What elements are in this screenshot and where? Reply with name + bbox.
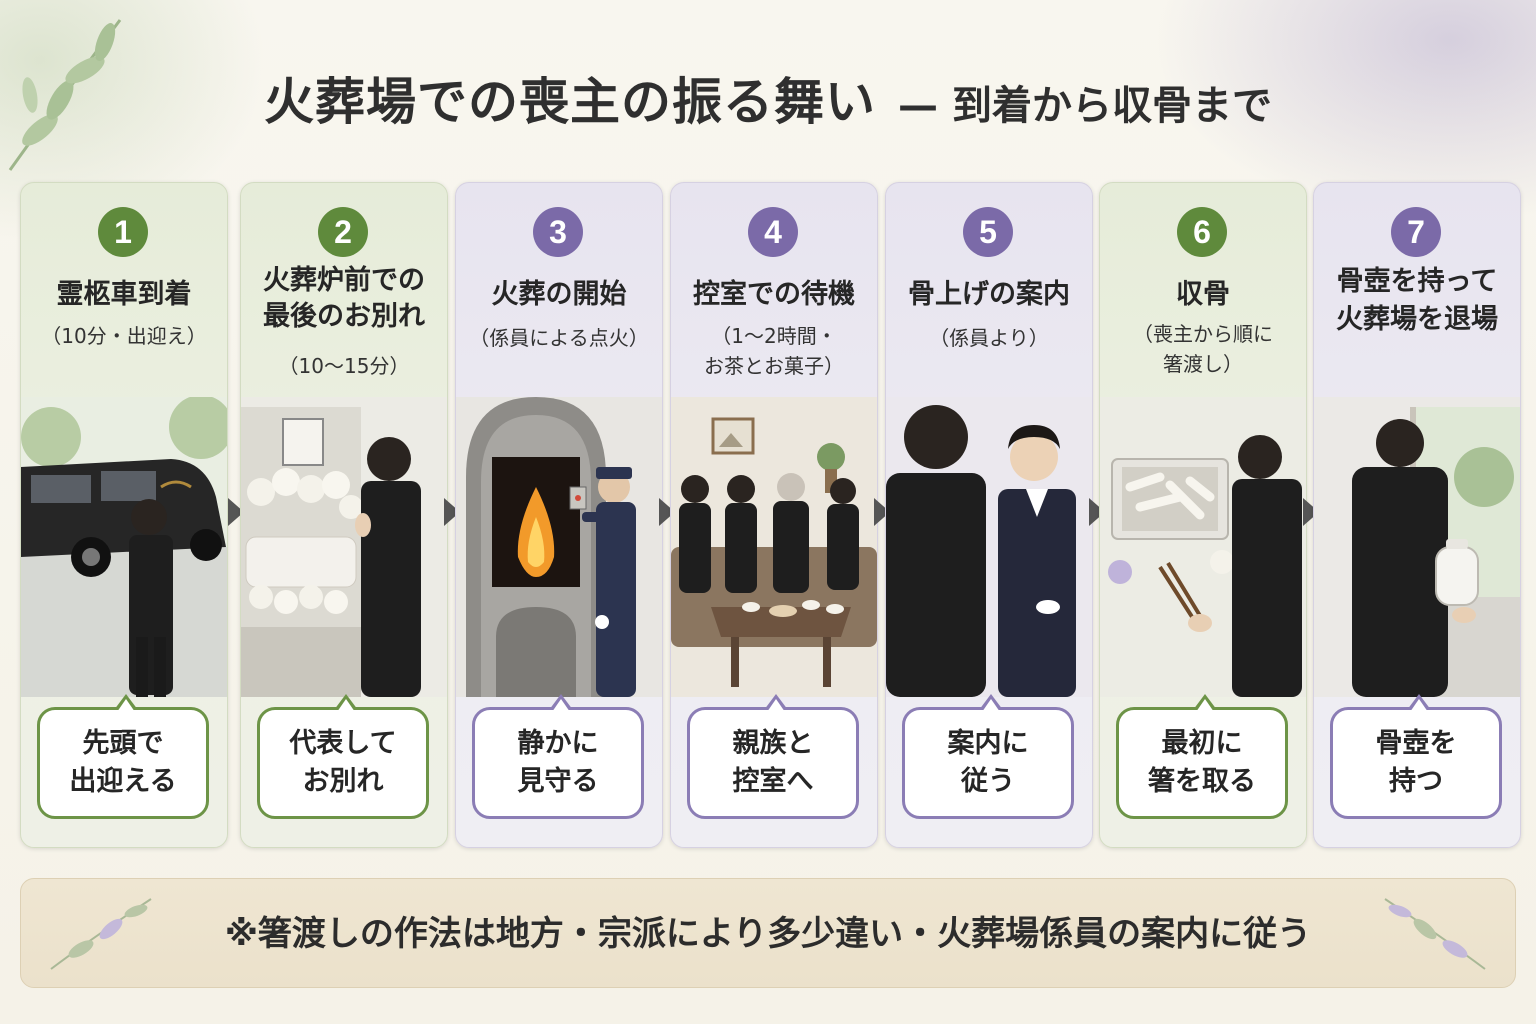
bubble-line: 出迎える [69,766,177,797]
urn-exit-illustration-icon [1314,397,1520,697]
title-dash: — [898,83,938,129]
step-subtitle-line: （10〜15分） [278,354,410,378]
step-panel-7: 7 骨壺を持って 火葬場を退場 骨壺を 持つ [1313,182,1521,848]
step-title: 火葬炉前での 最後のお別れ [241,263,447,335]
step-subtitle: （喪主から順に 箸渡し） [1100,319,1306,379]
action-bubble: 代表して お別れ [257,694,429,819]
step-panel-2: 2 火葬炉前での 最後のお別れ （10〜15分） 代表して お別れ [240,182,448,848]
step-number-badge: 7 [1391,207,1441,257]
leaf-decoration-top-left-icon [8,19,122,171]
step-title: 霊柩車到着 [21,275,227,315]
farewell-illustration-icon [241,397,447,697]
step-title: 火葬の開始 [456,275,662,315]
step-title-line: 火葬炉前での [263,265,425,296]
action-bubble: 先頭で 出迎える [37,694,209,819]
action-bubble: 静かに 見守る [472,694,644,819]
step-number-badge: 3 [533,207,583,257]
bubble-line: 箸を取る [1148,766,1256,797]
step-number-badge: 4 [748,207,798,257]
step-panel-5: 5 骨上げの案内 （係員より） 案内に 従う [885,182,1093,848]
step-title-line: 骨上げの案内 [908,279,1070,310]
step-title-line: 火葬の開始 [491,279,627,310]
step-panel-4: 4 控室での待機 （1〜2時間・ お茶とお菓子） 親族と 控室へ [670,182,878,848]
step-subtitle-line: （係員による点火） [469,326,649,350]
step-subtitle-line: お茶とお菓子） [704,354,844,378]
step-subtitle: （係員より） [886,323,1092,353]
step-title-line: 火葬場を退場 [1336,304,1498,335]
title-main: 火葬場での喪主の振る舞い [264,73,876,131]
step-subtitle: （係員による点火） [456,323,662,353]
step-number-badge: 2 [318,207,368,257]
hearse-arrival-illustration-icon [21,397,227,697]
title-sub: 到着から収骨まで [952,83,1272,129]
step-title-line: 霊柩車到着 [56,279,192,310]
step-title-line: 最後のお別れ [263,301,425,332]
cremation-furnace-illustration-icon [456,397,662,697]
bubble-line: 見守る [517,766,599,797]
step-title-line: 収骨 [1176,279,1230,310]
action-bubble: 親族と 控室へ [687,694,859,819]
step-subtitle-line: （係員より） [929,326,1049,350]
step-subtitle-line: 箸渡し） [1163,352,1243,376]
step-subtitle: （1〜2時間・ お茶とお菓子） [671,321,877,381]
leaf-decoration-right-icon [1384,898,1486,970]
step-subtitle-line: （喪主から順に [1133,322,1273,346]
bubble-line: 代表して [289,728,397,759]
action-bubble: 骨壺を 持つ [1330,694,1502,819]
step-number-badge: 6 [1177,207,1227,257]
bubble-line: 最初に [1161,728,1243,759]
step-panel-6: 6 収骨 （喪主から順に 箸渡し） 最初に 箸を取る [1099,182,1307,848]
step-subtitle-line: （1〜2時間・ [711,324,837,348]
step-title: 骨上げの案内 [886,275,1092,315]
note-text: ※箸渡しの作法は地方・宗派により多少違い・火葬場係員の案内に従う [224,914,1312,954]
step-title-line: 骨壺を持って [1336,266,1498,297]
bubble-line: 静かに [517,728,599,759]
step-number-badge: 5 [963,207,1013,257]
step-title: 控室での待機 [671,275,877,315]
action-bubble: 最初に 箸を取る [1116,694,1288,819]
step-subtitle: （10〜15分） [241,351,447,381]
bubble-line: 控室へ [732,766,814,797]
bubble-line: 骨壺を [1375,728,1457,759]
bubble-line: お別れ [302,766,384,797]
step-title: 収骨 [1100,275,1306,315]
step-number-badge: 1 [98,207,148,257]
step-subtitle-line: （10分・出迎え） [41,324,207,348]
page-title: 火葬場での喪主の振る舞い — 到着から収骨まで [0,62,1536,134]
step-panel-1: 1 霊柩車到着 （10分・出迎え） 先頭で 出迎える [20,182,228,848]
guidance-illustration-icon [886,397,1092,697]
waiting-room-illustration-icon [671,397,877,697]
leaf-decoration-left-icon [50,898,152,970]
bubble-line: 従う [961,766,1015,797]
bubble-line: 持つ [1389,766,1443,797]
step-title: 骨壺を持って 火葬場を退場 [1314,263,1520,339]
note-box: ※箸渡しの作法は地方・宗派により多少違い・火葬場係員の案内に従う [20,878,1516,988]
bone-collection-illustration-icon [1100,397,1306,697]
step-subtitle: （10分・出迎え） [21,321,227,351]
action-bubble: 案内に 従う [902,694,1074,819]
bubble-line: 先頭で [82,728,164,759]
bubble-line: 案内に [947,728,1029,759]
step-title-line: 控室での待機 [693,279,855,310]
bubble-line: 親族と [732,728,814,759]
step-panel-3: 3 火葬の開始 （係員による点火） 静かに 見守る [455,182,663,848]
